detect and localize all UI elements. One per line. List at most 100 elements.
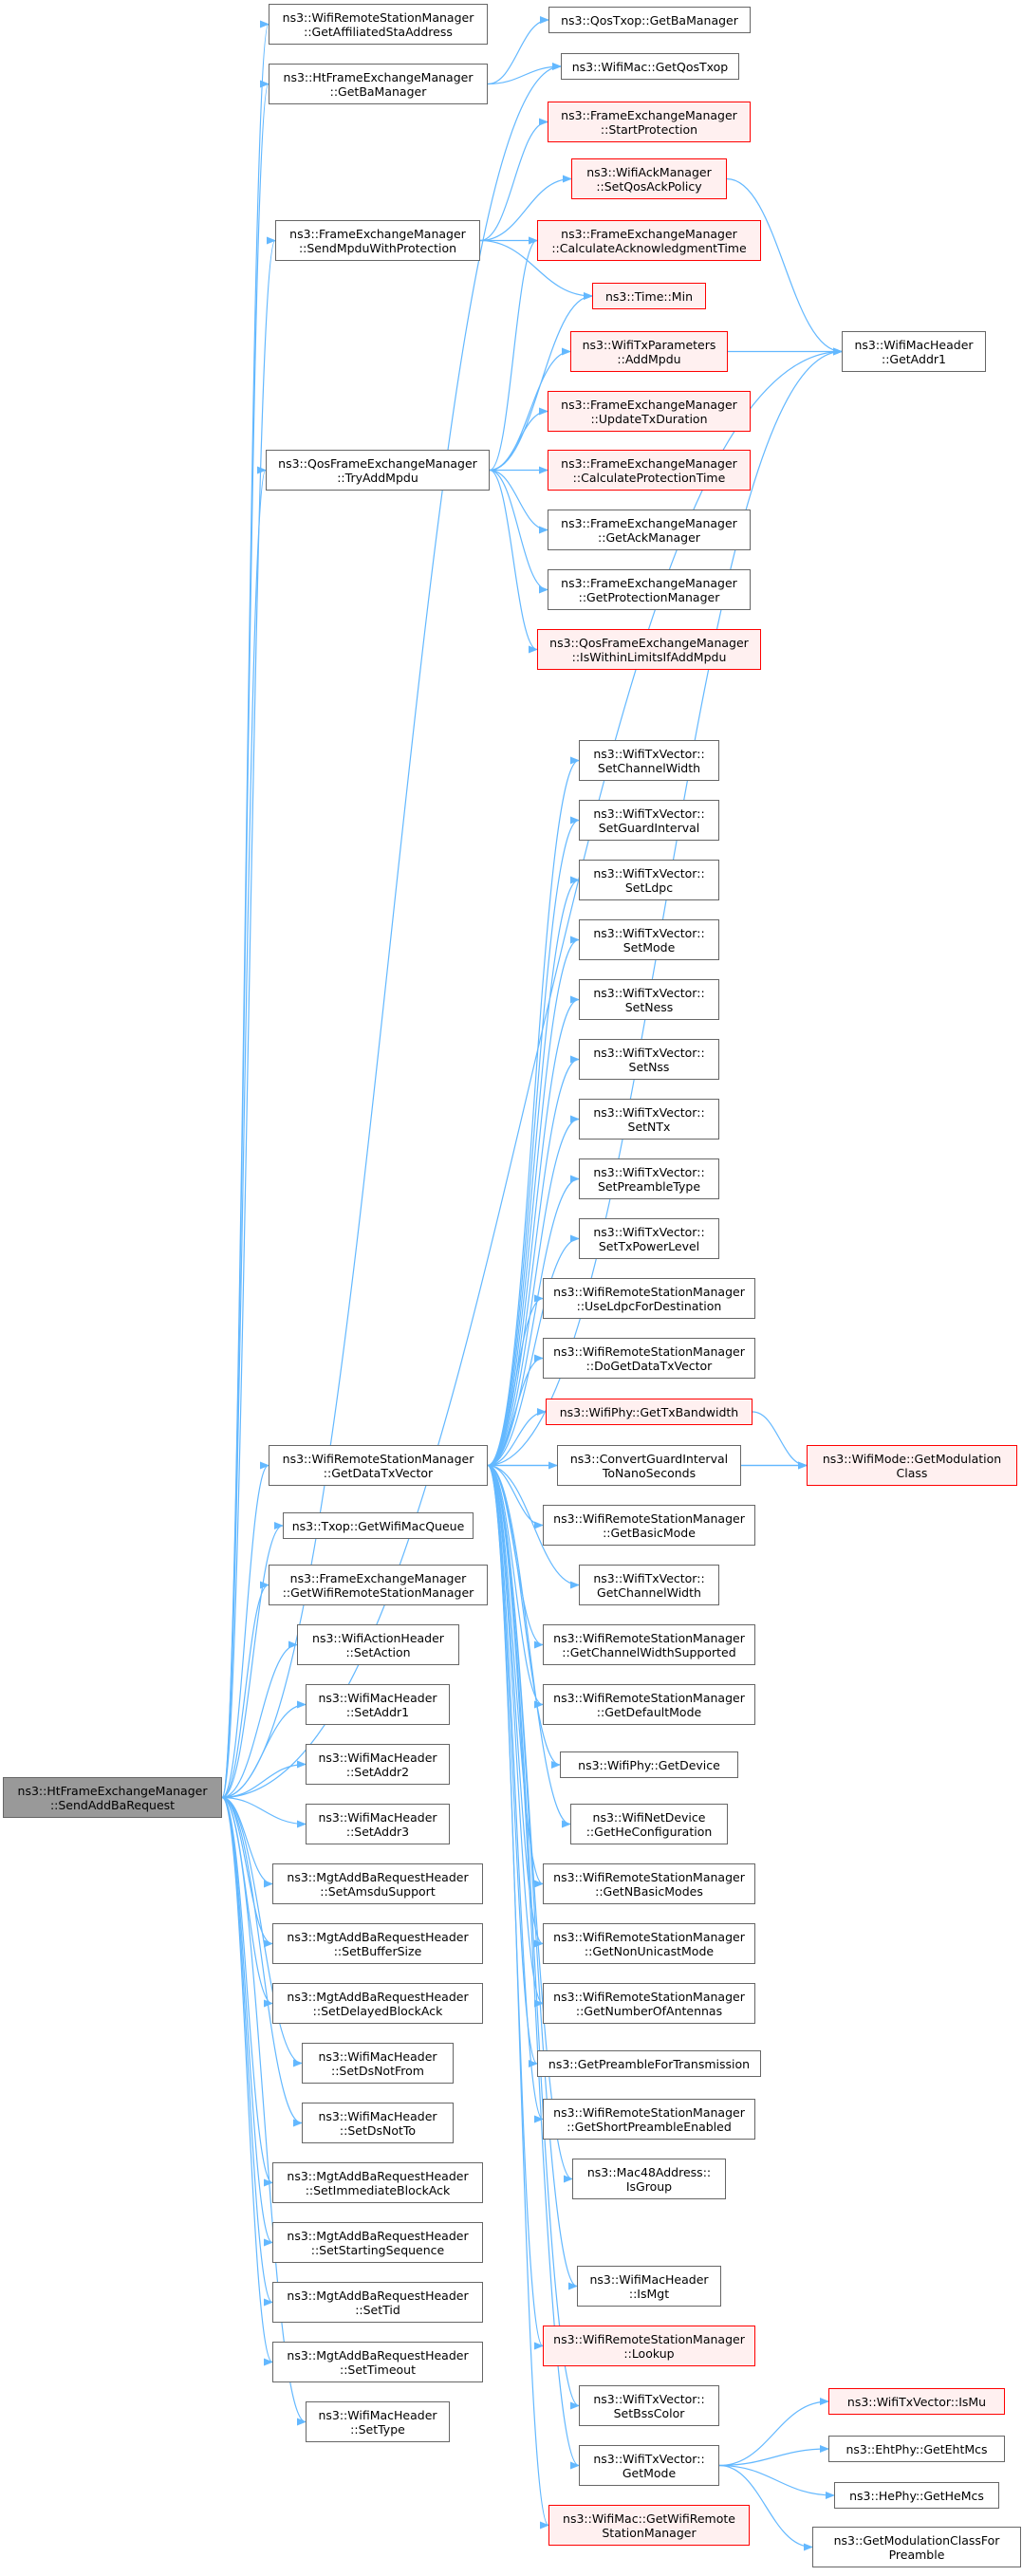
node-getchannelwidth[interactable]: ns3::WifiTxVector:: GetChannelWidth (579, 1565, 719, 1605)
node-setdsnotto[interactable]: ns3::WifiMacHeader ::SetDsNotTo (302, 2103, 454, 2143)
node-getnumberofantennas[interactable]: ns3::WifiRemoteStationManager ::GetNumbe… (543, 1983, 755, 2024)
node-settxpowerlevel[interactable]: ns3::WifiTxVector:: SetTxPowerLevel (579, 1218, 719, 1259)
call-edge (221, 1461, 269, 1799)
node-getwifiremotestationmanager[interactable]: ns3::FrameExchangeManager ::GetWifiRemot… (269, 1565, 488, 1605)
call-edge (221, 467, 267, 1799)
node-setchannelwidth[interactable]: ns3::WifiTxVector:: SetChannelWidth (579, 740, 719, 781)
node-getdevice[interactable]: ns3::WifiPhy::GetDevice (560, 1751, 738, 1778)
call-edge (479, 175, 572, 242)
node-getmodulationclassforpreamble[interactable]: ns3::GetModulationClassFor Preamble (812, 2527, 1021, 2567)
node-getaffiliatedstaaddress[interactable]: ns3::WifiRemoteStationManager ::GetAffil… (269, 4, 488, 45)
node-updatetxduration[interactable]: ns3::FrameExchangeManager ::UpdateTxDura… (548, 391, 751, 432)
node-gettxbandwidth[interactable]: ns3::WifiPhy::GetTxBandwidth (546, 1399, 753, 1425)
call-edge (487, 1464, 578, 2290)
node-getdefaultmode[interactable]: ns3::WifiRemoteStationManager ::GetDefau… (543, 1684, 755, 1725)
call-edge (487, 1464, 544, 1709)
call-edge (489, 469, 548, 594)
call-edge (221, 1581, 269, 1799)
node-tryaddmpdu[interactable]: ns3::QosFrameExchangeManager ::TryAddMpd… (266, 450, 490, 491)
node-sendaddbarequest: ns3::HtFrameExchangeManager ::SendAddBaR… (3, 1777, 222, 1818)
node-settimeout[interactable]: ns3::MgtAddBaRequestHeader ::SetTimeout (272, 2342, 483, 2382)
call-edge (221, 1796, 307, 1828)
node-getshortpreambleenabled[interactable]: ns3::WifiRemoteStationManager ::GetShort… (543, 2099, 755, 2140)
node-setmode[interactable]: ns3::WifiTxVector:: SetMode (579, 919, 719, 960)
call-edge (221, 1522, 284, 1799)
node-setdelayedblockack[interactable]: ns3::MgtAddBaRequestHeader ::SetDelayedB… (272, 1983, 483, 2024)
node-setaddr1[interactable]: ns3::WifiMacHeader ::SetAddr1 (306, 1684, 450, 1725)
node-setaddr2[interactable]: ns3::WifiMacHeader ::SetAddr2 (306, 1744, 450, 1785)
node-gethemcs[interactable]: ns3::HePhy::GetHeMcs (834, 2482, 999, 2509)
node-getmodulationclass[interactable]: ns3::WifiMode::GetModulation Class (807, 1445, 1017, 1486)
node-getprotectionmanager[interactable]: ns3::FrameExchangeManager ::GetProtectio… (548, 569, 751, 610)
call-edge (479, 118, 548, 242)
node-sendmpduwithprotection[interactable]: ns3::FrameExchangeManager ::SendMpduWith… (275, 220, 480, 261)
node-lookup[interactable]: ns3::WifiRemoteStationManager ::Lookup (543, 2326, 755, 2366)
node-dogetdatatxvector[interactable]: ns3::WifiRemoteStationManager ::DoGetDat… (543, 1338, 755, 1379)
call-edge (487, 876, 580, 1467)
node-getdatatxvector[interactable]: ns3::WifiRemoteStationManager ::GetDataT… (269, 1445, 488, 1486)
node-settid[interactable]: ns3::MgtAddBaRequestHeader ::SetTid (272, 2282, 483, 2323)
node-getbasicmode[interactable]: ns3::WifiRemoteStationManager ::GetBasic… (543, 1505, 755, 1546)
node-ht-getbamanager[interactable]: ns3::HtFrameExchangeManager ::GetBaManag… (269, 64, 488, 104)
node-getpreamblefortransmission[interactable]: ns3::GetPreambleForTransmission (537, 2050, 761, 2077)
node-ismu[interactable]: ns3::WifiTxVector::IsMu (828, 2388, 1005, 2415)
node-setaddr3[interactable]: ns3::WifiMacHeader ::SetAddr3 (306, 1804, 450, 1844)
call-edge (487, 16, 549, 85)
node-getwifiremotestationmanager-mac[interactable]: ns3::WifiMac::GetWifiRemote StationManag… (548, 2505, 750, 2546)
node-time-min[interactable]: ns3::Time::Min (592, 283, 706, 309)
node-setqosackpolicy[interactable]: ns3::WifiAckManager ::SetQosAckPolicy (571, 158, 727, 199)
node-getehtmcs[interactable]: ns3::EhtPhy::GetEhtMcs (828, 2436, 1005, 2462)
node-setpreambletype[interactable]: ns3::WifiTxVector:: SetPreambleType (579, 1158, 719, 1199)
node-calculateprotectiontime[interactable]: ns3::FrameExchangeManager ::CalculatePro… (548, 450, 751, 491)
node-getmode[interactable]: ns3::WifiTxVector:: GetMode (579, 2445, 719, 2486)
node-setness[interactable]: ns3::WifiTxVector:: SetNess (579, 979, 719, 1020)
call-edge (221, 1700, 307, 1799)
call-edge (718, 2464, 835, 2499)
node-getchannelwidthsupported[interactable]: ns3::WifiRemoteStationManager ::GetChann… (543, 1624, 755, 1665)
call-edge (487, 1464, 544, 1948)
node-setntx[interactable]: ns3::WifiTxVector:: SetNTx (579, 1099, 719, 1140)
call-edge (487, 1055, 580, 1467)
call-edge (726, 177, 843, 356)
node-setnss[interactable]: ns3::WifiTxVector:: SetNss (579, 1039, 719, 1080)
node-setaction[interactable]: ns3::WifiActionHeader ::SetAction (297, 1624, 459, 1665)
node-getwifimacqueue[interactable]: ns3::Txop::GetWifiMacQueue (283, 1512, 474, 1539)
node-setldpc[interactable]: ns3::WifiTxVector:: SetLdpc (579, 860, 719, 900)
node-wifimac-getqostxop[interactable]: ns3::WifiMac::GetQosTxop (561, 53, 739, 80)
node-setimmediateblockack[interactable]: ns3::MgtAddBaRequestHeader ::SetImmediat… (272, 2162, 483, 2203)
node-settype[interactable]: ns3::WifiMacHeader ::SetType (306, 2401, 450, 2442)
node-setbuffersize[interactable]: ns3::MgtAddBaRequestHeader ::SetBufferSi… (272, 1923, 483, 1964)
call-edge (489, 407, 548, 472)
node-setstartingsequence[interactable]: ns3::MgtAddBaRequestHeader ::SetStarting… (272, 2222, 483, 2263)
call-edge (221, 1760, 307, 1799)
call-edge (718, 2464, 813, 2551)
call-edge (487, 1464, 544, 1529)
node-getaddr1[interactable]: ns3::WifiMacHeader ::GetAddr1 (842, 331, 986, 372)
node-calculateacknowledgmenttime[interactable]: ns3::FrameExchangeManager ::CalculateAck… (537, 220, 761, 261)
node-isgroup[interactable]: ns3::Mac48Address:: IsGroup (572, 2159, 726, 2199)
node-getnbasicmodes[interactable]: ns3::WifiRemoteStationManager ::GetNBasi… (543, 1863, 755, 1904)
node-setguardinterval[interactable]: ns3::WifiTxVector:: SetGuardInterval (579, 800, 719, 841)
node-startprotection[interactable]: ns3::FrameExchangeManager ::StartProtect… (548, 102, 751, 142)
call-edge (479, 239, 593, 300)
node-qostxop-getbamanager[interactable]: ns3::QosTxop::GetBaManager (548, 7, 751, 33)
node-getheconfiguration[interactable]: ns3::WifiNetDevice ::GetHeConfiguration (570, 1804, 728, 1844)
call-edge (221, 1796, 273, 2366)
node-setdsnotfrom[interactable]: ns3::WifiMacHeader ::SetDsNotFrom (302, 2043, 454, 2084)
node-useldpcfordestination[interactable]: ns3::WifiRemoteStationManager ::UseLdpcF… (543, 1278, 755, 1319)
call-edge (718, 2398, 829, 2467)
node-setamsdusupport[interactable]: ns3::MgtAddBaRequestHeader ::SetAmsduSup… (272, 1863, 483, 1904)
call-edge (221, 237, 276, 1799)
node-ismgt[interactable]: ns3::WifiMacHeader ::IsMgt (577, 2266, 721, 2307)
call-edge (487, 1464, 571, 1828)
node-addmpdu[interactable]: ns3::WifiTxParameters ::AddMpdu (570, 331, 728, 372)
call-edge (487, 1294, 544, 1467)
call-edge (487, 1464, 580, 1589)
call-edge (487, 1464, 580, 2470)
node-convertguardinterval[interactable]: ns3::ConvertGuardInterval ToNanoSeconds (557, 1445, 741, 1486)
node-getackmanager[interactable]: ns3::FrameExchangeManager ::GetAckManage… (548, 510, 751, 550)
node-setbsscolor[interactable]: ns3::WifiTxVector:: SetBssColor (579, 2385, 719, 2426)
node-getnonunicastmode[interactable]: ns3::WifiRemoteStationManager ::GetNonUn… (543, 1923, 755, 1964)
node-iswithinlimitsifaddmpdu[interactable]: ns3::QosFrameExchangeManager ::IsWithinL… (537, 629, 761, 670)
call-edge (221, 1796, 273, 2008)
